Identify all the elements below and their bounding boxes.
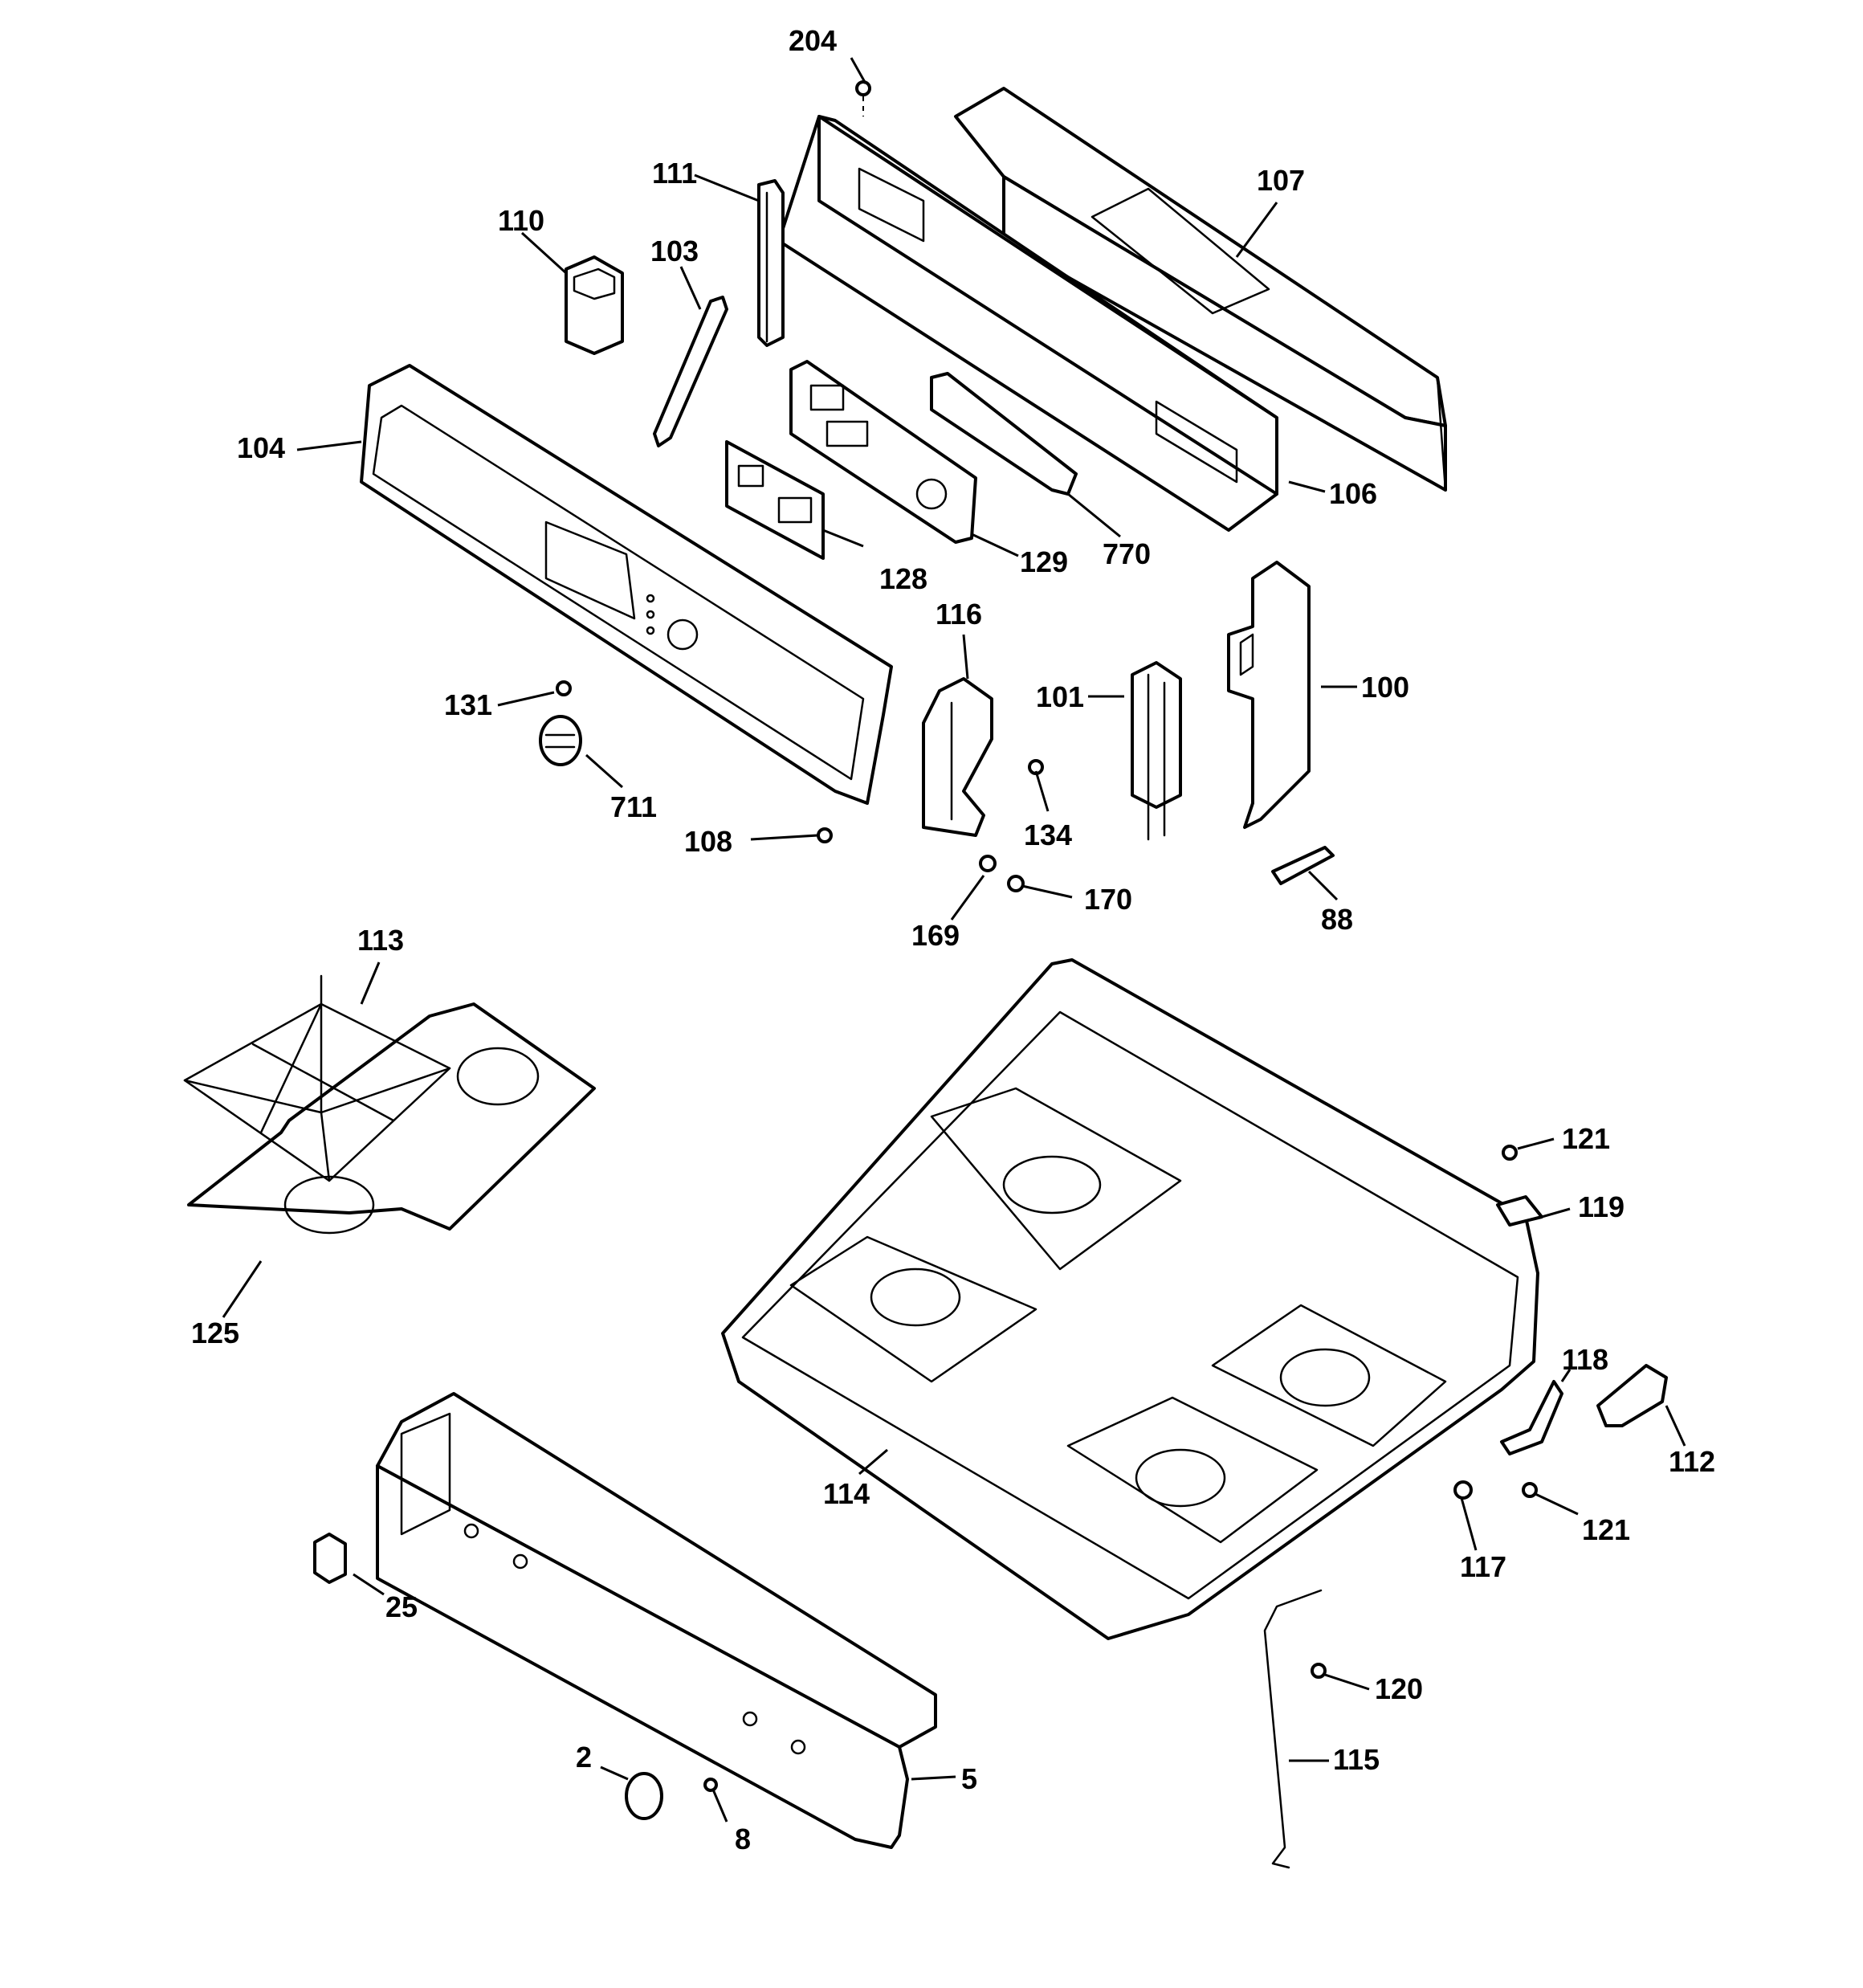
part-103-bar (653, 296, 728, 447)
callout-88: 88 (1321, 903, 1353, 936)
callout-711: 711 (610, 790, 657, 823)
callout-111: 111 (652, 157, 697, 190)
callout-115: 115 (1333, 1743, 1380, 1776)
callout-110: 110 (498, 204, 544, 237)
callout-108: 108 (684, 825, 732, 858)
part-112-clip (1596, 1364, 1668, 1427)
callout-101: 101 (1036, 680, 1084, 713)
lower-small-parts (313, 1533, 718, 1820)
callout-170: 170 (1084, 883, 1132, 916)
screw-121-lower-icon (1522, 1482, 1538, 1498)
part-129-control-board (789, 360, 977, 544)
part-128-overlay (725, 440, 825, 560)
callout-5: 5 (961, 1762, 977, 1795)
callout-131: 131 (444, 688, 492, 721)
nut-169-icon (979, 855, 997, 872)
part-107-top-cover (954, 87, 1447, 492)
part-111-bracket (757, 179, 785, 347)
part-25-switch (313, 1533, 347, 1584)
part-711-knob (539, 715, 582, 766)
callout-114: 114 (823, 1477, 870, 1510)
callout-204: 204 (789, 24, 837, 57)
fasteners (556, 80, 1044, 892)
callout-129: 129 (1020, 545, 1068, 578)
nut-117-icon (1453, 1480, 1473, 1500)
callout-770: 770 (1103, 537, 1151, 570)
screw-121-upper-icon (1502, 1145, 1518, 1161)
callout-120: 120 (1375, 1672, 1423, 1705)
part-104-control-panel (360, 364, 893, 805)
part-100-end-panel (1227, 561, 1311, 829)
callout-2: 2 (576, 1741, 592, 1774)
leader-lines (222, 57, 1686, 1823)
part-5-manifold-panel (376, 1392, 937, 1849)
callout-106: 106 (1329, 477, 1377, 510)
callout-117: 117 (1460, 1550, 1506, 1583)
callout-125: 125 (191, 1316, 239, 1349)
callout-121-upper: 121 (1562, 1122, 1610, 1155)
callout-169: 169 (911, 919, 960, 952)
part-88-clip (1271, 846, 1335, 885)
callout-100: 100 (1361, 671, 1409, 704)
callout-118: 118 (1562, 1343, 1608, 1376)
callout-labels: 204 107 111 110 103 104 106 770 129 128 … (191, 24, 1715, 1855)
screw-170-icon (1007, 875, 1025, 892)
part-113-grate (183, 974, 451, 1182)
callout-107: 107 (1257, 164, 1305, 197)
callout-128: 128 (879, 562, 927, 595)
part-114-cooktop (721, 958, 1539, 1640)
nut-120-icon (1311, 1663, 1327, 1679)
part-106-backsplash (777, 115, 1278, 532)
screw-8-icon (703, 1778, 718, 1792)
callout-116: 116 (936, 598, 982, 631)
callout-134: 134 (1024, 818, 1072, 851)
part-110-switch-block (565, 255, 624, 355)
part-2-knob (625, 1772, 663, 1820)
callout-104: 104 (237, 431, 285, 464)
callout-119: 119 (1578, 1190, 1625, 1223)
cooktop-hardware (1263, 1145, 1668, 1869)
part-115-rod (1263, 1589, 1323, 1869)
part-116-end-cap (922, 677, 993, 837)
part-118-bracket (1500, 1380, 1563, 1455)
callout-113: 113 (357, 924, 404, 957)
callout-121-lower: 121 (1582, 1513, 1630, 1546)
callout-8: 8 (735, 1823, 751, 1855)
part-131-icon (556, 680, 572, 696)
callout-112: 112 (1669, 1445, 1715, 1478)
part-101-bracket (1131, 661, 1182, 841)
screw-204-icon (855, 80, 871, 96)
callout-103: 103 (650, 235, 699, 267)
callout-25: 25 (385, 1590, 418, 1623)
screw-108-icon (817, 827, 833, 843)
